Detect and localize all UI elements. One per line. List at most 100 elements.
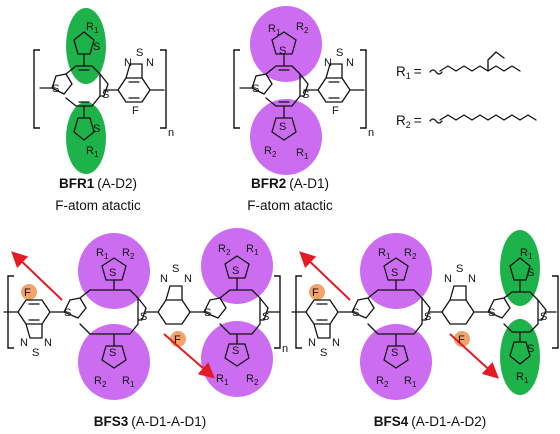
atom-label: S: [252, 83, 259, 95]
r2-equals: =: [414, 113, 422, 128]
r-subscript: 1: [94, 150, 99, 159]
r-label: R: [216, 373, 224, 385]
atom-label: S: [232, 345, 239, 357]
r-subscript: 2: [102, 380, 107, 389]
bfs4-left-dipole-arrow: [299, 251, 351, 301]
polymer-index-n: n: [168, 127, 174, 139]
r-label: R: [246, 373, 254, 385]
bfr1-skeleton: [39, 31, 165, 141]
r-label: R: [264, 145, 272, 157]
bfs4-caption: BFS4(A-D1-A-D2): [374, 414, 487, 429]
bfs4-right-dipole-arrow: [449, 333, 499, 379]
bfs3-left-dipole-arrow: [11, 251, 63, 301]
r-subscript: 1: [276, 28, 281, 37]
atom-label: R2: [296, 21, 309, 35]
atom-label: N: [346, 57, 354, 69]
atom-label: R1: [378, 247, 391, 261]
atom-label: R1: [268, 23, 281, 37]
atom-label: R2: [376, 375, 389, 389]
atom-label: S: [172, 263, 179, 275]
atom-label: R1: [516, 371, 529, 385]
atom-label: R1: [216, 373, 229, 387]
atom-label: N: [160, 273, 168, 285]
bfs3-caption: BFS3(A-D1-A-D1): [94, 414, 207, 429]
atom-label: S: [64, 307, 71, 319]
bfs3-d1b-bottom-highlight: [201, 321, 273, 397]
atom-label: S: [262, 311, 269, 323]
atom-label: R2: [218, 243, 231, 257]
bfs4-skeleton: [291, 257, 557, 369]
atom-label: S: [109, 267, 116, 279]
r-label: R: [246, 243, 254, 255]
r-label: R: [376, 375, 384, 387]
r-label: R: [404, 247, 412, 259]
r-label: R: [94, 375, 102, 387]
atom-label: S: [102, 89, 109, 101]
atom-label-layer: S S S N N F S R1 S R1 n S S S N N F S R1…: [20, 21, 547, 389]
bfr2-type: (A-D1): [289, 176, 329, 191]
atom-label: F: [332, 105, 339, 117]
atom-label: S: [456, 263, 463, 275]
bfs3-right-bracket: [274, 275, 281, 349]
atom-label: F: [458, 334, 465, 346]
r-subscript: 1: [224, 378, 229, 387]
r-label: R: [296, 147, 304, 159]
atom-label: S: [527, 267, 534, 279]
atom-label: R1: [404, 375, 417, 389]
r-label: R: [268, 23, 276, 35]
polymer-index-n: n: [282, 343, 288, 355]
side-chain-legend: R1= R2=: [396, 64, 422, 130]
atom-label: S: [52, 83, 59, 95]
atom-label: S: [302, 89, 309, 101]
r-label: R: [516, 371, 524, 383]
atom-label: S: [352, 307, 359, 319]
r-subscript: 1: [94, 26, 99, 35]
bond-layer: [3, 31, 557, 369]
r1-subscript: 1: [406, 71, 411, 81]
r-subscript: 1: [304, 152, 309, 161]
polymer-index-n: n: [368, 127, 374, 139]
bfs4-d2-bottom-highlight: [500, 319, 540, 395]
r-subscript: 2: [304, 26, 309, 35]
atom-label: S: [279, 121, 286, 133]
r-subscript: 1: [104, 252, 109, 261]
atom-label: S: [336, 47, 343, 59]
bfs4-left-fluorine-highlight: [309, 284, 325, 300]
bfs4-right-bracket: [552, 275, 559, 349]
atom-label: S: [232, 265, 239, 277]
bfs4-right-fluorine-highlight: [454, 331, 470, 347]
r2-subscript: 2: [406, 120, 411, 130]
r-subscript: 1: [524, 376, 529, 385]
atom-label: R2: [404, 247, 417, 261]
r-label: R: [86, 145, 94, 157]
r-subscript: 2: [412, 252, 417, 261]
r2-chain-drawing: [439, 114, 537, 121]
r-subscript: 1: [386, 252, 391, 261]
bfr1-name: BFR1: [59, 176, 95, 191]
atom-label: N: [468, 273, 476, 285]
atom-label: R1: [96, 247, 109, 261]
r-subscript: 2: [130, 252, 135, 261]
bfr1-left-bracket: [33, 49, 40, 129]
bfr1-caption: BFR1(A-D2): [59, 176, 137, 191]
r-label: R: [218, 243, 226, 255]
atom-label: N: [324, 57, 332, 69]
bfr2-note: F-atom atactic: [247, 198, 333, 213]
bracket-layer: [7, 49, 559, 349]
r-label: R: [122, 247, 130, 259]
r-subscript: 1: [412, 380, 417, 389]
atom-label: N: [308, 337, 316, 349]
bfs4-name: BFS4: [374, 414, 409, 429]
atom-label: R1: [86, 21, 99, 35]
r-subscript: 2: [226, 248, 231, 257]
bfr1-right-bracket: [160, 49, 167, 129]
arrow-layer: [11, 251, 499, 379]
r-label: R: [96, 247, 104, 259]
r-subscript: 1: [254, 248, 259, 257]
bfs3-right-dipole-arrow: [163, 333, 216, 379]
atom-label: F: [132, 105, 139, 117]
bfr1-note: F-atom atactic: [55, 198, 141, 213]
atom-label: N: [332, 337, 340, 349]
atom-label: S: [540, 311, 547, 323]
r-label: R: [86, 21, 94, 33]
